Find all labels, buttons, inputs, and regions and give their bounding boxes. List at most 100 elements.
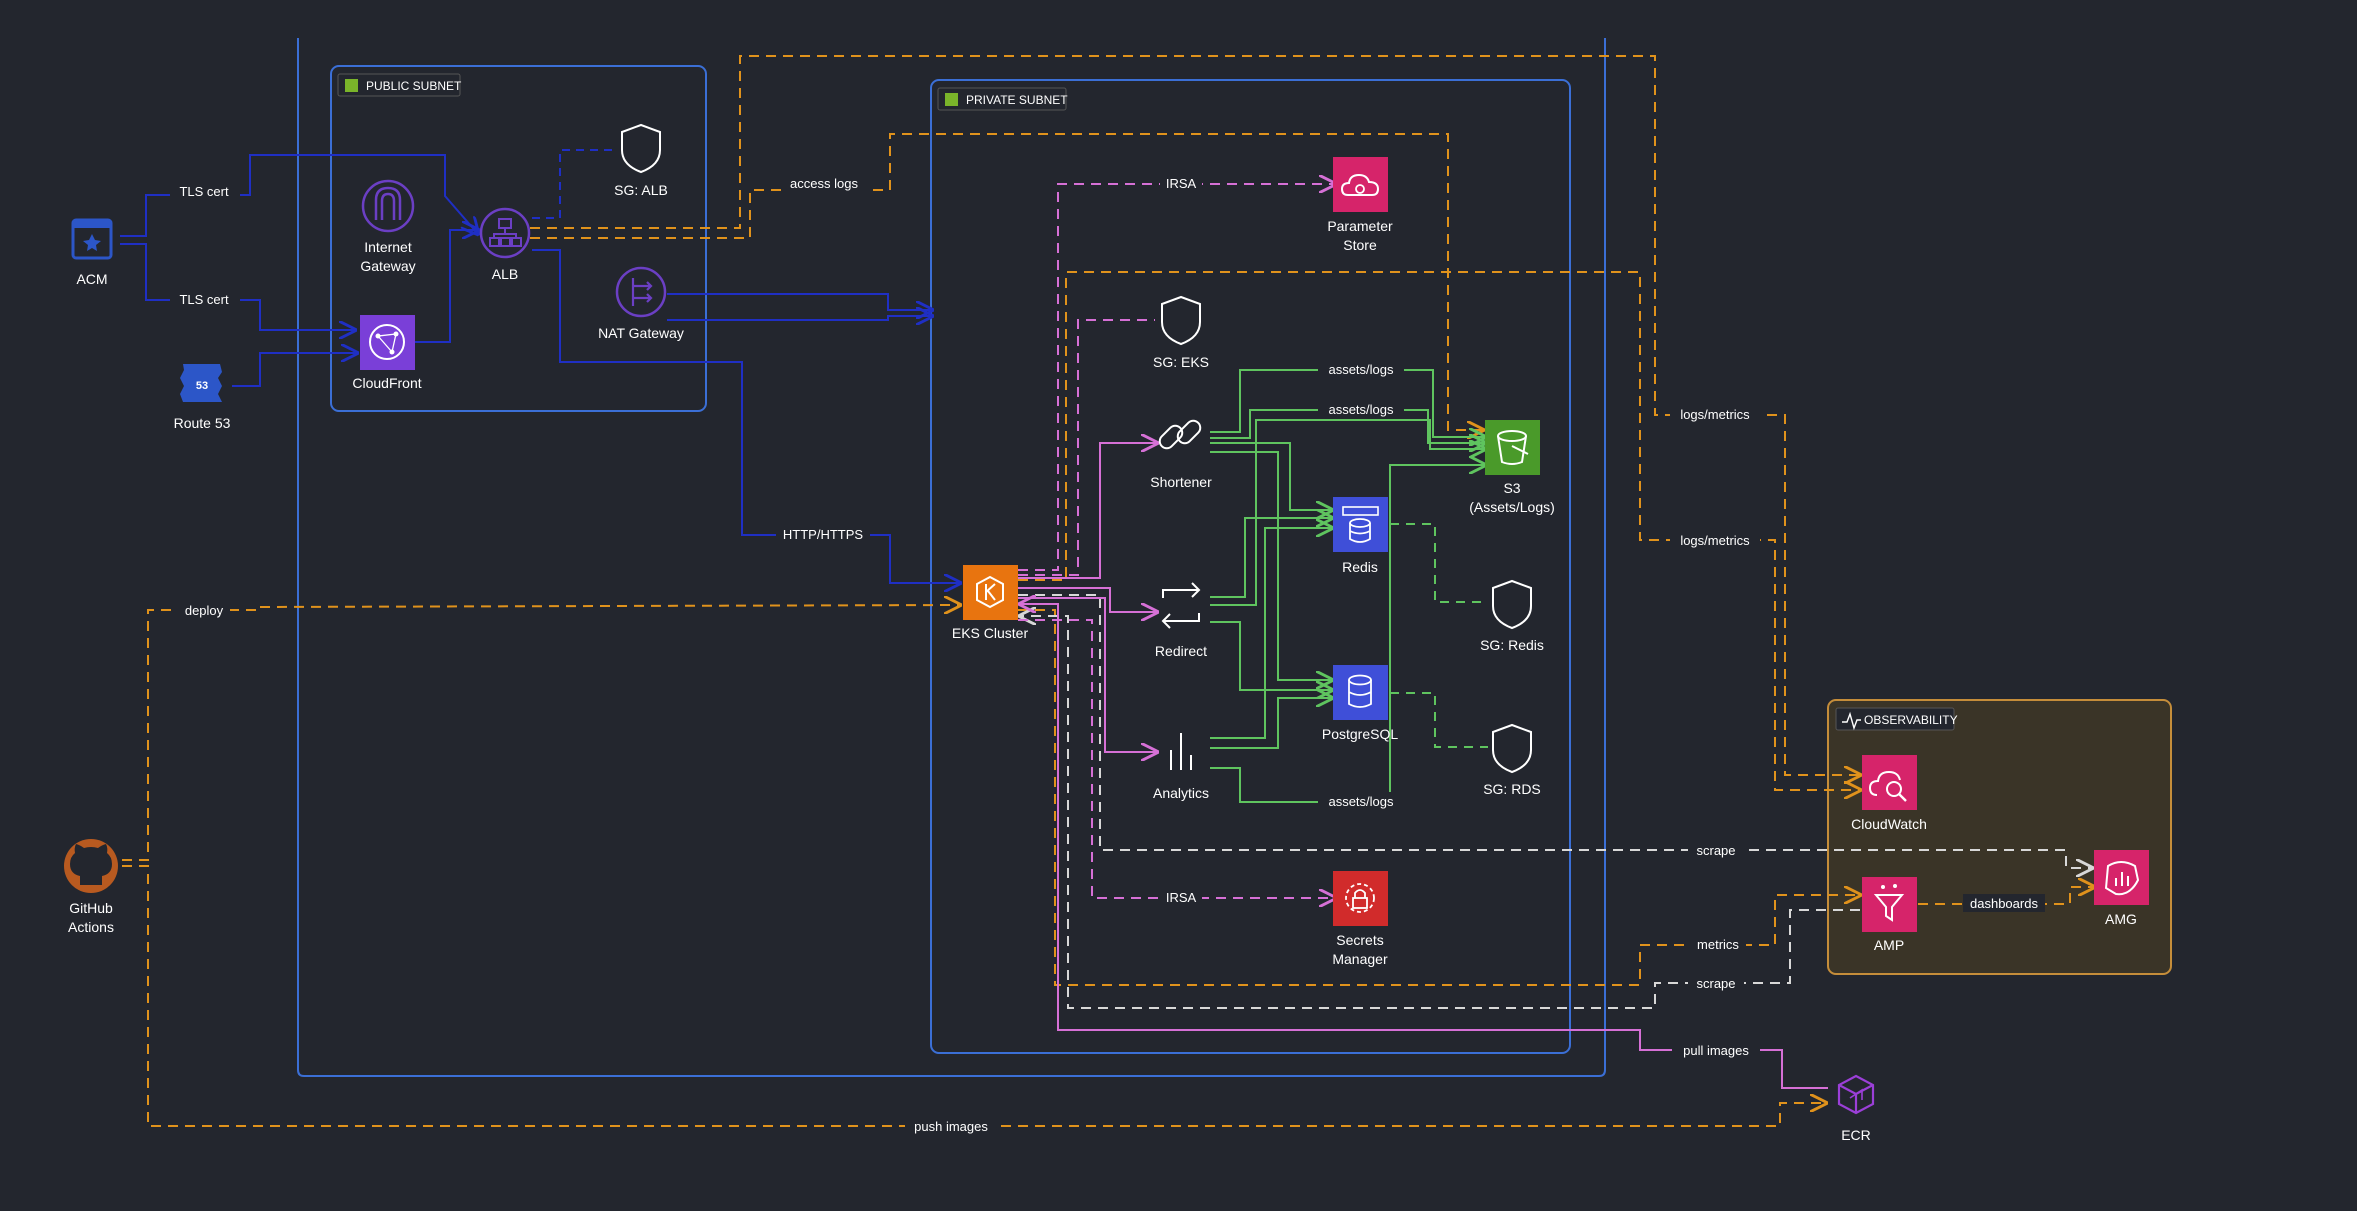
analytics-label: Analytics	[1153, 785, 1209, 801]
node-postgresql[interactable]: PostgreSQL	[1322, 665, 1398, 742]
edge-redirect-s3	[1210, 419, 1485, 606]
node-amp[interactable]: AMP	[1862, 877, 1917, 953]
sg-alb-label: SG: ALB	[614, 182, 668, 198]
label-http-https: HTTP/HTTPS	[783, 527, 863, 542]
edge-irsa-secrets	[1018, 619, 1335, 898]
edge-pull-images	[1020, 604, 1828, 1089]
node-sg-rds[interactable]: SG: RDS	[1483, 723, 1541, 797]
edge-push-images	[105, 865, 1826, 1127]
eks-cluster-label: EKS Cluster	[952, 625, 1029, 641]
edge-shortener-postgres	[1210, 451, 1332, 680]
sg-eks-label: SG: EKS	[1153, 354, 1209, 370]
cloudfront-icon	[360, 315, 415, 370]
cloudfront-label: CloudFront	[352, 375, 421, 391]
green-edges	[1210, 369, 1488, 803]
edge-analytics-s3	[1210, 465, 1485, 803]
edge-postgres-sg	[1390, 692, 1488, 748]
edge-analytics-postgres	[1210, 698, 1332, 749]
edge-alb-logs-metrics	[530, 55, 1860, 775]
redirect-arrows-icon	[1161, 582, 1201, 629]
cloudwatch-icon	[1862, 755, 1917, 810]
nat-gateway-label: NAT Gateway	[598, 325, 684, 341]
label-tls-cert-alb: TLS cert	[179, 184, 229, 199]
observability-group: OBSERVABILITY	[1827, 699, 2172, 975]
node-nat-gateway[interactable]: NAT Gateway	[598, 266, 684, 341]
label-irsa-parameter: IRSA	[1166, 176, 1197, 191]
observability-label: OBSERVABILITY	[1864, 713, 1958, 727]
edge-eks-metrics	[1018, 609, 1860, 986]
alb-label: ALB	[492, 266, 518, 282]
white-edges	[1018, 594, 2092, 1009]
sg-rds-shield-icon	[1492, 723, 1532, 774]
svg-text:53: 53	[196, 380, 208, 392]
node-shortener[interactable]: Shortener	[1150, 418, 1212, 490]
private-subnet-group: PRIVATE SUBNET	[930, 79, 1571, 1054]
sg-eks-shield-icon	[1161, 295, 1201, 346]
acm-label: ACM	[76, 271, 107, 287]
edge-nat-private-a	[667, 293, 932, 310]
edge-eks-analytics	[1018, 597, 1157, 752]
analytics-bars-icon	[1170, 733, 1192, 770]
node-cloudfront[interactable]: CloudFront	[352, 315, 422, 391]
sg-rds-label: SG: RDS	[1483, 781, 1541, 797]
node-amg[interactable]: AMG	[2094, 850, 2149, 927]
secrets-manager-label-line1: Secrets	[1336, 932, 1383, 948]
node-sg-redis[interactable]: SG: Redis	[1480, 579, 1544, 653]
private-subnet-label: PRIVATE SUBNET	[966, 93, 1068, 107]
label-irsa-secrets: IRSA	[1166, 890, 1197, 905]
edge-alb-sg	[532, 149, 617, 219]
route53-shield-icon: 53	[180, 364, 222, 402]
node-sg-alb[interactable]: SG: ALB	[614, 123, 668, 198]
cloudwatch-label: CloudWatch	[1851, 816, 1927, 832]
s3-bucket-icon	[1485, 420, 1540, 475]
node-internet-gateway[interactable]: Internet Gateway	[360, 179, 416, 274]
edge-route53-cloudfront	[232, 353, 357, 387]
label-deploy: deploy	[185, 603, 224, 618]
node-eks-cluster[interactable]: EKS Cluster	[952, 565, 1029, 641]
node-sg-eks[interactable]: SG: EKS	[1153, 295, 1209, 370]
github-icon	[64, 839, 118, 893]
label-assets-logs-3: assets/logs	[1328, 794, 1394, 809]
node-redirect[interactable]: Redirect	[1155, 582, 1207, 659]
node-parameter-store[interactable]: Parameter Store	[1327, 157, 1393, 253]
secrets-manager-label-line2: Manager	[1332, 951, 1388, 967]
node-analytics[interactable]: Analytics	[1153, 733, 1209, 801]
amp-label: AMP	[1874, 937, 1904, 953]
s3-label-line2: (Assets/Logs)	[1469, 499, 1555, 515]
edge-access-logs	[530, 133, 1483, 430]
label-assets-logs-2: assets/logs	[1328, 402, 1394, 417]
node-redis[interactable]: Redis	[1333, 497, 1388, 575]
route53-label: Route 53	[174, 415, 231, 431]
node-acm[interactable]: ACM	[71, 218, 113, 287]
postgresql-label: PostgreSQL	[1322, 726, 1398, 742]
node-alb[interactable]: ALB	[479, 207, 531, 282]
node-secrets-manager[interactable]: Secrets Manager	[1332, 871, 1388, 967]
label-scrape-1: scrape	[1696, 843, 1735, 858]
sg-alb-shield-icon	[621, 123, 661, 174]
node-cloudwatch[interactable]: CloudWatch	[1851, 755, 1927, 832]
public-subnet-label: PUBLIC SUBNET	[366, 79, 462, 93]
label-pull-images: pull images	[1683, 1043, 1749, 1058]
node-ecr[interactable]: ECR	[1837, 1074, 1875, 1143]
label-assets-logs-1: assets/logs	[1328, 362, 1394, 377]
ecr-container-icon	[1837, 1074, 1875, 1115]
secrets-manager-icon	[1333, 871, 1388, 926]
nat-gateway-icon	[615, 266, 667, 318]
ecr-label: ECR	[1841, 1127, 1871, 1143]
github-label-line2: Actions	[68, 919, 114, 935]
label-push-images: push images	[914, 1119, 988, 1134]
label-scrape-2: scrape	[1696, 976, 1735, 991]
node-github-actions[interactable]: GitHub Actions	[64, 839, 118, 935]
node-route53[interactable]: 53 Route 53	[174, 364, 231, 431]
database-icon	[1333, 665, 1388, 720]
edge-eks-redirect	[1018, 587, 1157, 612]
edge-tls-cert-cloudfront	[120, 243, 355, 330]
eks-icon	[963, 565, 1018, 620]
edge-redirect-postgres	[1210, 621, 1332, 690]
redis-label: Redis	[1342, 559, 1378, 575]
vpc-container	[297, 38, 1606, 1077]
internet-gateway-icon	[361, 179, 415, 233]
edge-analytics-redis	[1210, 528, 1332, 739]
node-s3[interactable]: S3 (Assets/Logs)	[1469, 420, 1555, 515]
